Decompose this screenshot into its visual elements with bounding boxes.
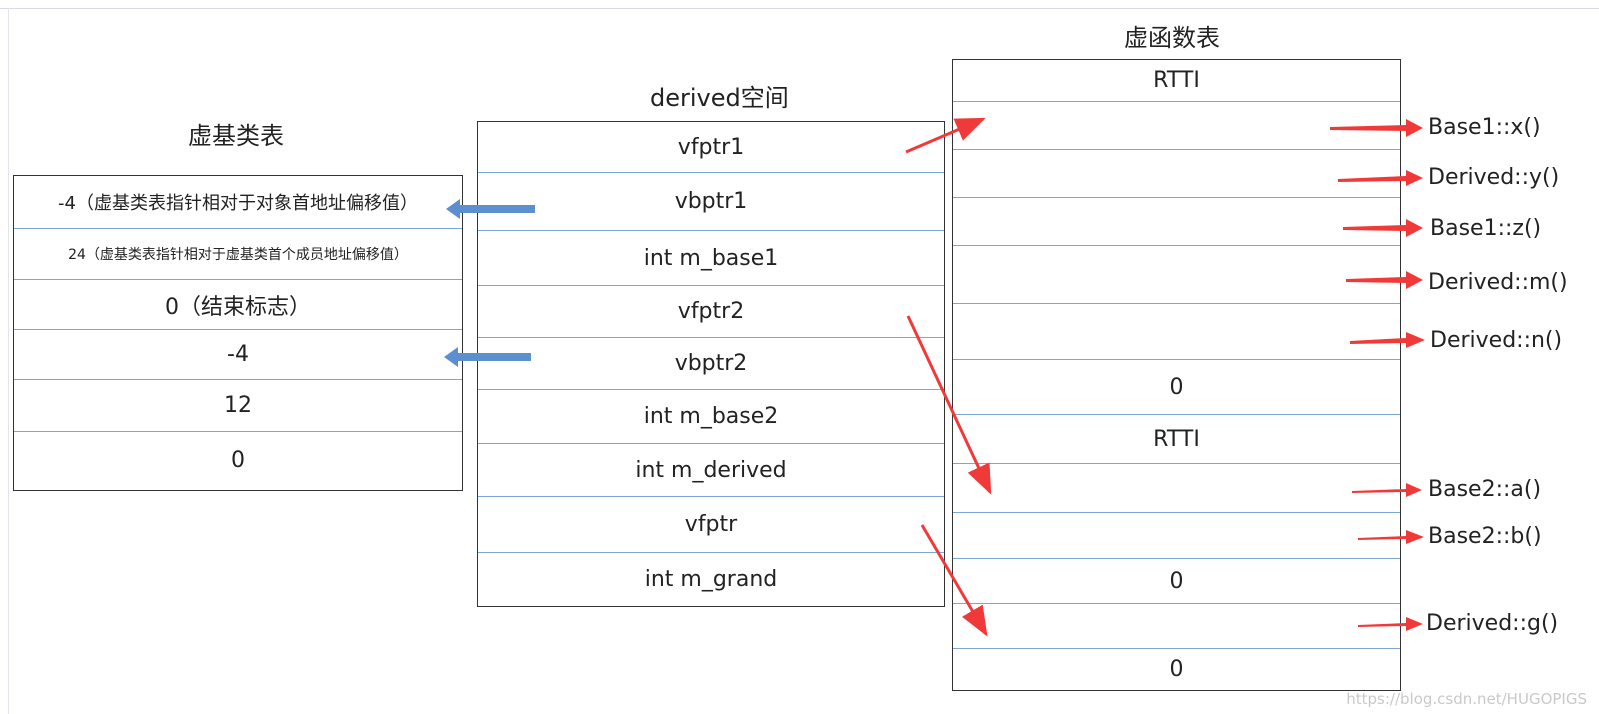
vftable-title: 虚函数表	[1124, 24, 1220, 52]
derived-divider	[478, 172, 944, 173]
derived-row: vbptr1	[674, 189, 748, 214]
vbtable-divider	[14, 279, 462, 280]
vftable-row: 0	[1169, 568, 1184, 594]
vftable-divider	[953, 149, 1400, 150]
red-arrow	[1346, 271, 1423, 289]
function-label: Derived::y()	[1428, 165, 1560, 190]
vbtable-row: -4	[227, 342, 249, 367]
blue-arrow	[444, 347, 531, 367]
derived-row: vbptr2	[674, 351, 748, 376]
derived-divider	[478, 285, 944, 286]
derived-box: vfptr1 vbptr1 int m_base1 vfptr2 vbptr2 …	[477, 121, 945, 607]
function-label: Derived::m()	[1428, 270, 1568, 295]
vftable-divider	[953, 359, 1400, 360]
red-arrow	[1358, 530, 1424, 544]
top-border	[0, 8, 1599, 9]
vftable-divider	[953, 101, 1400, 102]
vbtable-divider	[14, 379, 462, 380]
vftable-divider	[953, 603, 1400, 604]
watermark: https://blog.csdn.net/HUGOPIGS	[1346, 690, 1587, 708]
derived-divider	[478, 230, 944, 231]
vftable-row: RTTI	[1153, 68, 1200, 93]
blue-arrow	[446, 199, 535, 219]
function-label: Base1::z()	[1430, 216, 1542, 241]
derived-row: int m_grand	[644, 566, 778, 592]
vbtable-divider	[14, 329, 462, 330]
left-border	[8, 8, 9, 714]
red-arrow	[920, 524, 988, 637]
derived-row: int m_derived	[635, 457, 787, 483]
vbtable-box: -4（虚基类表指针相对于对象首地址偏移值） 24（虚基类表指针相对于虚基类首个成…	[13, 175, 463, 491]
red-arrow	[1343, 219, 1423, 237]
vftable-divider	[953, 303, 1400, 304]
derived-row: vfptr	[684, 512, 738, 537]
derived-divider	[478, 443, 944, 444]
red-arrow	[1350, 332, 1425, 348]
vftable-row: RTTI	[1153, 426, 1200, 452]
derived-divider	[478, 389, 944, 390]
red-arrow	[906, 315, 992, 495]
vftable-divider	[953, 197, 1400, 198]
vbtable-row: -4（虚基类表指针相对于对象首地址偏移值）	[58, 193, 418, 214]
red-arrow	[905, 117, 986, 154]
vbtable-row: 0	[231, 448, 245, 473]
red-arrow	[1338, 170, 1423, 186]
derived-row: int m_base2	[643, 404, 779, 429]
vftable-divider	[953, 558, 1400, 559]
derived-divider	[478, 552, 944, 553]
derived-row: int m_base1	[643, 245, 779, 271]
derived-row: vfptr1	[677, 134, 745, 160]
red-arrow	[1330, 119, 1423, 137]
vbtable-divider	[14, 431, 462, 432]
red-arrow	[1358, 617, 1423, 631]
vftable-row: 0	[1169, 656, 1184, 682]
derived-title: derived空间	[650, 84, 789, 112]
vftable-divider	[953, 512, 1400, 513]
derived-divider	[478, 496, 944, 497]
vftable-divider	[953, 463, 1400, 464]
vftable-row: 0	[1169, 374, 1184, 400]
vbtable-title: 虚基类表	[188, 122, 284, 150]
derived-row: vfptr2	[677, 299, 745, 324]
vbtable-row: 12	[224, 393, 252, 418]
vbtable-row: 24（虚基类表指针相对于虚基类首个成员地址偏移值）	[68, 247, 408, 263]
function-label: Derived::g()	[1426, 611, 1559, 636]
red-arrow	[1352, 483, 1422, 497]
derived-divider	[478, 337, 944, 338]
function-label: Base1::x()	[1428, 115, 1541, 140]
vftable-divider	[953, 245, 1400, 246]
vbtable-row: 0（结束标志）	[165, 294, 311, 320]
function-label: Base2::b()	[1428, 524, 1542, 549]
vftable-divider	[953, 414, 1400, 415]
function-label: Base2::a()	[1428, 477, 1542, 502]
vftable-box: RTTI 0 RTTI 0 0	[952, 59, 1401, 691]
vbtable-divider	[14, 228, 462, 229]
function-label: Derived::n()	[1430, 328, 1563, 353]
vftable-divider	[953, 648, 1400, 649]
